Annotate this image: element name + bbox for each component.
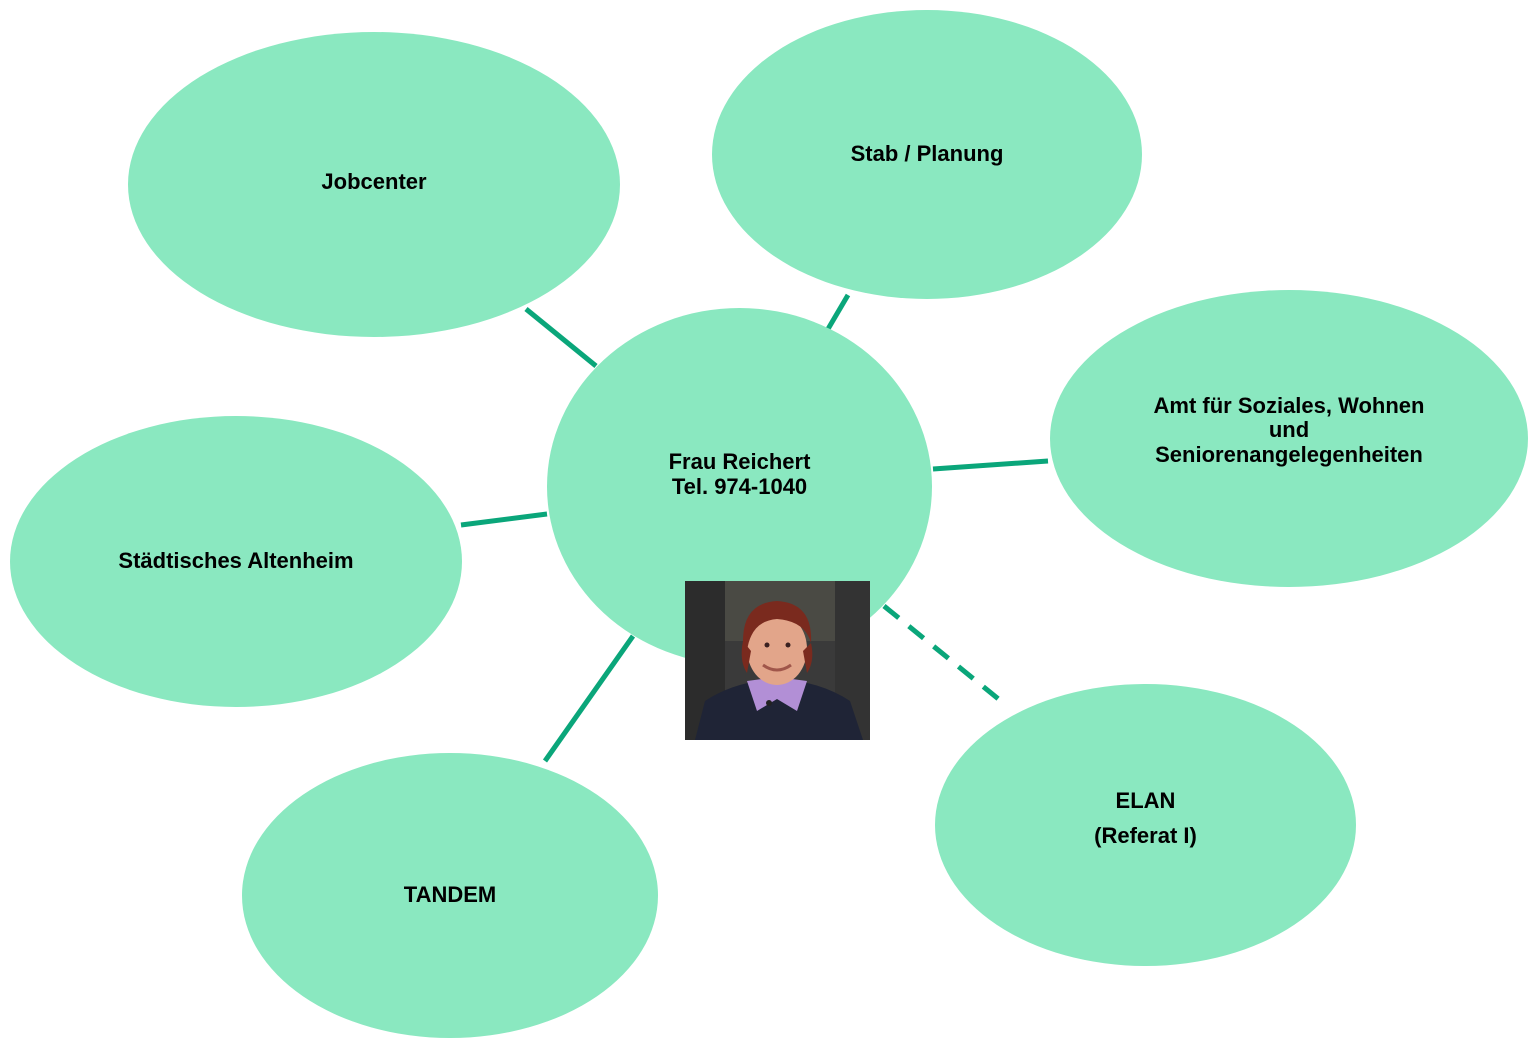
node-stab-planung: Stab / Planung: [712, 10, 1142, 299]
node-elan-label: ELAN (Referat I): [1094, 787, 1197, 848]
center-name: Frau Reichert: [668, 449, 811, 475]
node-elan: ELAN (Referat I): [935, 684, 1356, 966]
node-jobcenter-label: Jobcenter: [321, 169, 427, 195]
node-altenheim: Städtisches Altenheim: [10, 416, 462, 707]
node-tandem: TANDEM: [242, 753, 658, 1038]
connector-jobcenter: [524, 307, 598, 368]
center-name-phone: Frau Reichert Tel. 974-1040: [669, 450, 811, 498]
portrait-photo-icon: [685, 581, 870, 740]
node-altenheim-label: Städtisches Altenheim: [118, 548, 354, 574]
connector-stab: [825, 293, 851, 331]
center-phone: Tel. 974-1040: [671, 473, 808, 499]
connector-altenheim: [460, 511, 548, 528]
connector-tandem: [542, 634, 636, 763]
connector-elan: [882, 604, 1009, 708]
node-amt-soziales-label: Amt für Soziales, Wohnen und Seniorenang…: [1153, 393, 1425, 467]
node-jobcenter: Jobcenter: [128, 32, 620, 337]
connector-amt: [932, 458, 1049, 472]
node-stab-planung-label: Stab / Planung: [850, 141, 1004, 167]
node-tandem-label: TANDEM: [403, 882, 497, 908]
node-amt-soziales: Amt für Soziales, Wohnen und Seniorenang…: [1050, 290, 1528, 587]
